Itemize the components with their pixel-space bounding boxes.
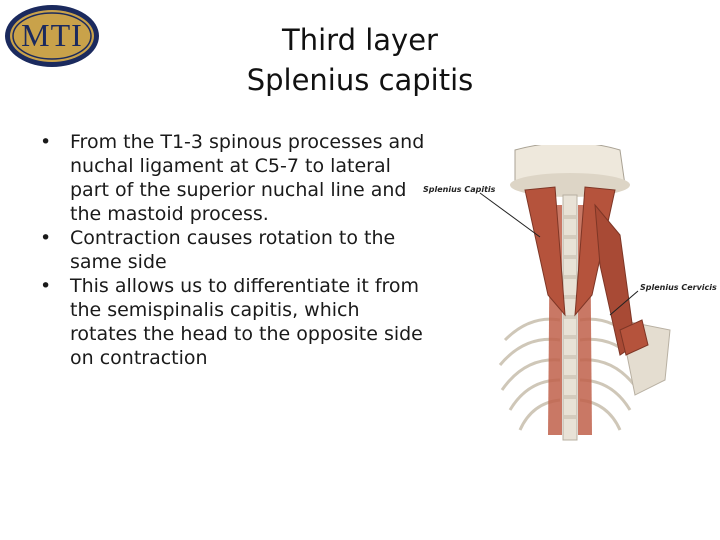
bullet-marker: • xyxy=(40,131,52,153)
bullet-marker: • xyxy=(40,275,52,297)
title-line-1: Third layer xyxy=(282,23,438,57)
anatomy-figure: Splenius Capitis Splenius Cervicis xyxy=(420,142,720,445)
bullet-text: Contraction causes rotation to the same … xyxy=(70,227,396,273)
mti-logo: MTI xyxy=(3,3,101,69)
bullet-list: • From the T1-3 spinous processes and nu… xyxy=(28,130,428,370)
bullet-item: • From the T1-3 spinous processes and nu… xyxy=(28,130,428,226)
bullet-text: From the T1-3 spinous processes and nuch… xyxy=(70,131,425,225)
neck-muscle-illustration xyxy=(479,142,671,441)
slide-title: Third layer Splenius capitis xyxy=(200,20,520,100)
bullet-marker: • xyxy=(40,227,52,249)
bullet-item: • Contraction causes rotation to the sam… xyxy=(28,226,428,274)
label-splenius-cervicis: Splenius Cervicis xyxy=(640,283,717,292)
bullet-text: This allows us to differentiate it from … xyxy=(70,275,423,369)
title-line-2: Splenius capitis xyxy=(246,63,474,97)
mti-logo-graphic xyxy=(5,5,99,67)
bullet-item: • This allows us to differentiate it fro… xyxy=(28,274,428,370)
label-splenius-capitis: Splenius Capitis xyxy=(423,185,496,194)
logo-text: MTI xyxy=(21,17,83,53)
